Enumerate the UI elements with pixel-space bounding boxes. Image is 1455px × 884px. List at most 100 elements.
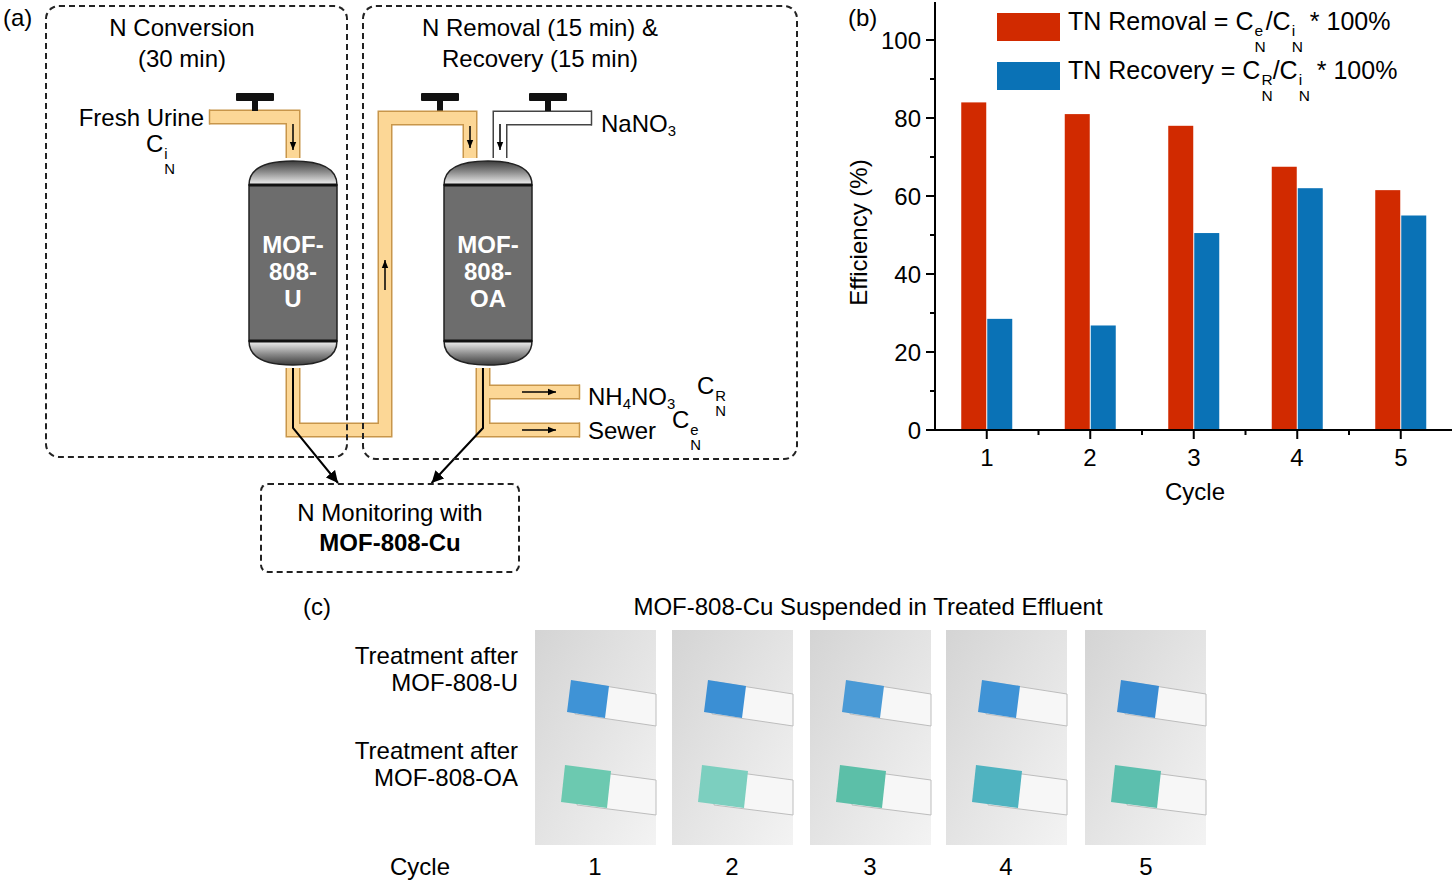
pipe-fill — [483, 386, 580, 398]
bar — [1272, 167, 1297, 430]
box-text-bold: MOF-808-Cu — [283, 528, 498, 558]
text-run: 3 — [1187, 444, 1200, 471]
text-run: 40 — [894, 261, 921, 288]
index-stack: Ni — [1299, 72, 1310, 103]
column-cap — [249, 161, 337, 185]
label: 4 — [999, 853, 1012, 880]
label-box: MOF-808-Cu Suspended in Treated Effluent — [633, 593, 1102, 620]
label: NaNO3 — [601, 110, 676, 137]
label: NH4NO3 — [588, 383, 675, 410]
text-run: 0 — [908, 417, 921, 444]
column-band — [249, 340, 337, 343]
tube-liquid — [698, 765, 748, 808]
column-label: MOF- 808- OA — [452, 231, 524, 312]
text-run: Treatment after MOF-808-OA — [355, 737, 518, 791]
axis-title: Efficiency (%) — [844, 159, 871, 305]
label-box: 5 — [1139, 853, 1152, 880]
outlet-pipes — [483, 368, 580, 438]
y-axis — [934, 2, 936, 431]
bar — [1091, 325, 1116, 430]
label-box: 2 — [725, 853, 738, 880]
stage-box: N Removal (15 min) & Recovery (15 min)MO… — [362, 5, 798, 460]
legend-text: TN Recovery = CNR/CNi * 100% — [1068, 56, 1397, 97]
text-group: N Monitoring withMOF-808-Cu — [283, 498, 498, 558]
label-box: 1 — [588, 853, 601, 880]
label: CNe — [672, 406, 701, 446]
pipe-outline — [483, 368, 580, 430]
bar — [987, 319, 1012, 430]
text-run: 4 — [999, 853, 1012, 880]
text-run: Efficiency (%) — [844, 159, 871, 305]
superscript: R — [715, 389, 726, 404]
subscript: N — [1261, 88, 1272, 104]
subscript: N — [1299, 88, 1310, 104]
flow-arrow — [522, 391, 556, 393]
label-box: Treatment after MOF-808-U — [328, 642, 518, 696]
pipe-outline — [483, 385, 580, 400]
text-run: /C — [1266, 7, 1291, 35]
label-box: Sewer — [588, 417, 656, 444]
label-box: (a) — [3, 4, 32, 31]
label: 5 — [1139, 853, 1152, 880]
text-run: (c) — [303, 593, 331, 620]
column-band — [249, 184, 337, 187]
label-box: 100 — [881, 27, 921, 54]
label-box: Treatment after MOF-808-OA — [328, 737, 518, 791]
label: 3 — [863, 853, 876, 880]
label-box: Cycle — [1165, 478, 1225, 505]
bars-recovery — [987, 188, 1426, 430]
bars-removal — [961, 102, 1400, 430]
label: Cycle — [1165, 478, 1225, 505]
valve-handle — [421, 93, 459, 101]
label: 100 — [881, 27, 921, 54]
label-box: 4 — [999, 853, 1012, 880]
label: 60 — [894, 183, 921, 210]
tube-liquid — [1117, 680, 1159, 718]
bar — [1298, 188, 1323, 430]
arrow-connector — [293, 368, 338, 483]
valve-stem — [252, 100, 258, 111]
subscript: N — [1254, 39, 1265, 55]
mof-column: MOF- 808- OA — [443, 158, 533, 368]
label: MOF-808-Cu Suspended in Treated Effluent — [633, 593, 1102, 620]
label: CNR — [697, 372, 726, 412]
pipe-outline — [500, 118, 592, 158]
text-run: 80 — [894, 105, 921, 132]
bar — [961, 102, 986, 430]
label: Sewer — [588, 417, 656, 444]
text-run: * 100% — [1310, 56, 1398, 84]
label: Cycle — [390, 853, 450, 880]
connector-line — [432, 368, 483, 483]
photo — [535, 630, 656, 845]
flow-arrow — [499, 124, 501, 150]
superscript: i — [164, 147, 175, 162]
label: 0 — [908, 417, 921, 444]
y-minor-ticks — [930, 79, 935, 391]
label: Treatment after MOF-808-U — [328, 642, 518, 696]
valves — [236, 93, 567, 111]
text-run: 60 — [894, 183, 921, 210]
tube-liquid — [567, 680, 609, 718]
pipe-fill — [483, 368, 580, 430]
label: 4 — [1290, 444, 1303, 471]
label: Treatment after MOF-808-OA — [328, 737, 518, 791]
text-run: Fresh Urine — [79, 104, 204, 131]
label-box: CNi — [146, 130, 175, 170]
text-run: 3 — [863, 853, 876, 880]
monitoring-box: N Monitoring withMOF-808-Cu — [260, 483, 520, 573]
axes — [926, 2, 1452, 439]
tube-liquid — [836, 765, 886, 808]
label-box: 80 — [894, 105, 921, 132]
index-stack: Ni — [1292, 23, 1303, 54]
text-run: N Conversion (30 min) — [109, 14, 254, 72]
tube-liquid — [978, 680, 1020, 718]
bar — [1065, 114, 1090, 430]
column-band — [444, 340, 532, 343]
connector-line — [293, 368, 338, 483]
tube-liquid — [972, 765, 1022, 808]
label: (c) — [303, 593, 331, 620]
bar-chart — [926, 2, 1452, 439]
label-box: CNR — [697, 372, 726, 412]
text-run: 2 — [725, 853, 738, 880]
